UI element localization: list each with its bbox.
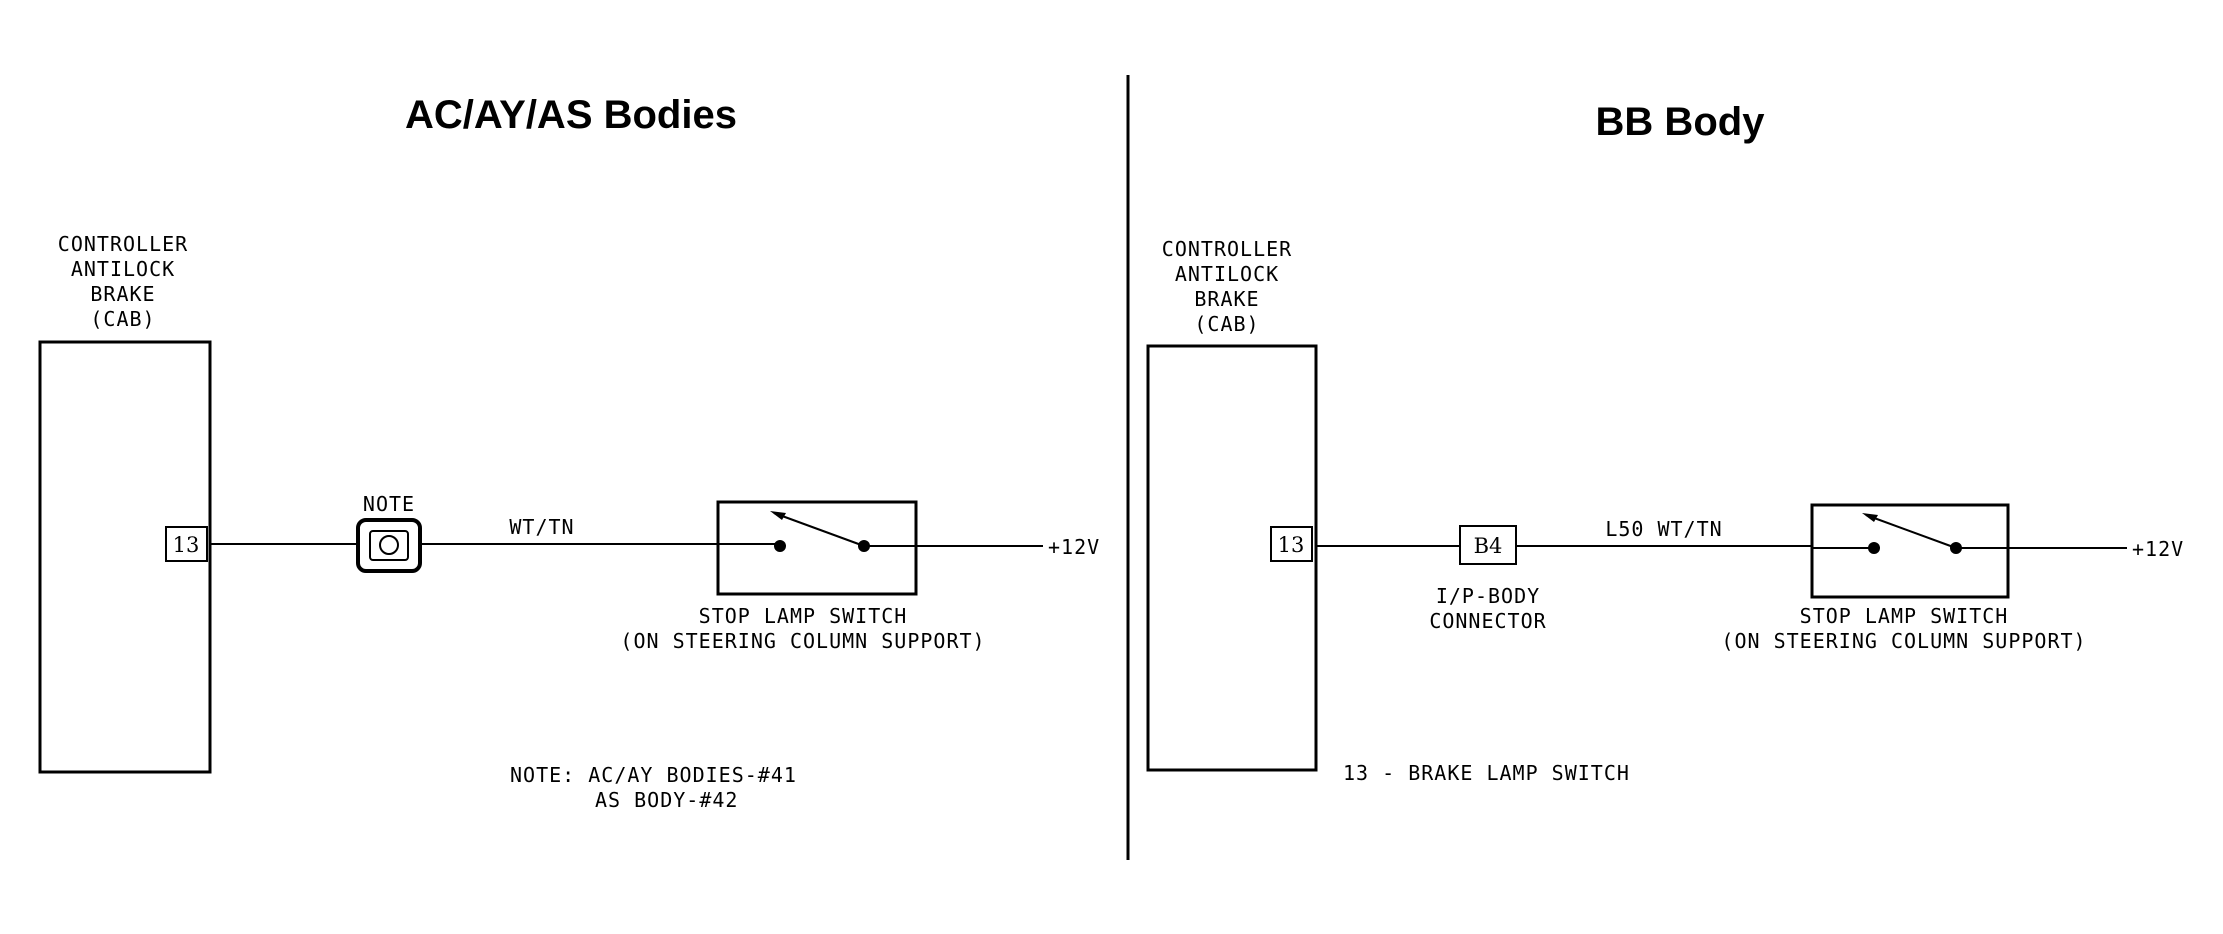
left-voltage: +12V bbox=[1048, 535, 1100, 559]
right-panel: BB Body CONTROLLER ANTILOCK BRAKE (CAB) … bbox=[1146, 100, 2184, 785]
right-title: BB Body bbox=[1596, 100, 1766, 144]
right-pin-note: 13 - BRAKE LAMP SWITCH bbox=[1343, 761, 1630, 785]
left-note-text-1: NOTE: AC/AY BODIES-#41 bbox=[510, 763, 797, 787]
left-switch-box bbox=[716, 500, 918, 596]
left-controller-label-2: ANTILOCK bbox=[71, 257, 175, 281]
left-pin-box bbox=[165, 526, 208, 562]
left-wire-label: WT/TN bbox=[509, 515, 574, 539]
right-switch-box bbox=[1810, 503, 2010, 599]
left-switch-blade bbox=[773, 512, 865, 547]
left-panel: AC/AY/AS Bodies CONTROLLER ANTILOCK BRAK… bbox=[38, 93, 1100, 812]
left-switch-label-1: STOP LAMP SWITCH bbox=[699, 604, 908, 628]
left-note-text-2: AS BODY-#42 bbox=[595, 788, 738, 812]
left-splice-circle bbox=[379, 535, 399, 555]
right-switch-blade bbox=[1865, 514, 1957, 549]
left-controller-label-4: (CAB) bbox=[90, 307, 155, 331]
left-controller-label-1: CONTROLLER bbox=[58, 232, 188, 256]
right-connector-box bbox=[1459, 525, 1517, 565]
right-wire-label: L50 WT/TN bbox=[1605, 517, 1722, 541]
right-switch-label-1: STOP LAMP SWITCH bbox=[1800, 604, 2009, 628]
left-pin-number: 13 bbox=[173, 533, 200, 557]
right-controller-label-4: (CAB) bbox=[1194, 312, 1259, 336]
right-connector-label-2: CONNECTOR bbox=[1429, 609, 1546, 633]
left-controller-label-3: BRAKE bbox=[90, 282, 155, 306]
right-pin-number: 13 bbox=[1278, 533, 1305, 557]
right-switch-arrow bbox=[1862, 513, 1878, 522]
right-controller-label-2: ANTILOCK bbox=[1175, 262, 1279, 286]
left-switch-arrow bbox=[770, 511, 786, 520]
right-voltage: +12V bbox=[2132, 537, 2184, 561]
right-switch-contact-1 bbox=[1868, 542, 1880, 554]
left-switch-contact-1 bbox=[774, 540, 786, 552]
right-controller-label-1: CONTROLLER bbox=[1162, 237, 1292, 261]
right-pin-box bbox=[1270, 526, 1313, 562]
left-note-tag: NOTE bbox=[363, 492, 415, 516]
right-controller-label-3: BRAKE bbox=[1194, 287, 1259, 311]
left-title: AC/AY/AS Bodies bbox=[405, 93, 737, 137]
right-switch-label-2: (ON STEERING COLUMN SUPPORT) bbox=[1721, 629, 2086, 653]
right-connector-id: B4 bbox=[1474, 534, 1503, 558]
left-switch-label-2: (ON STEERING COLUMN SUPPORT) bbox=[620, 629, 985, 653]
right-connector-label-1: I/P-BODY bbox=[1436, 584, 1540, 608]
